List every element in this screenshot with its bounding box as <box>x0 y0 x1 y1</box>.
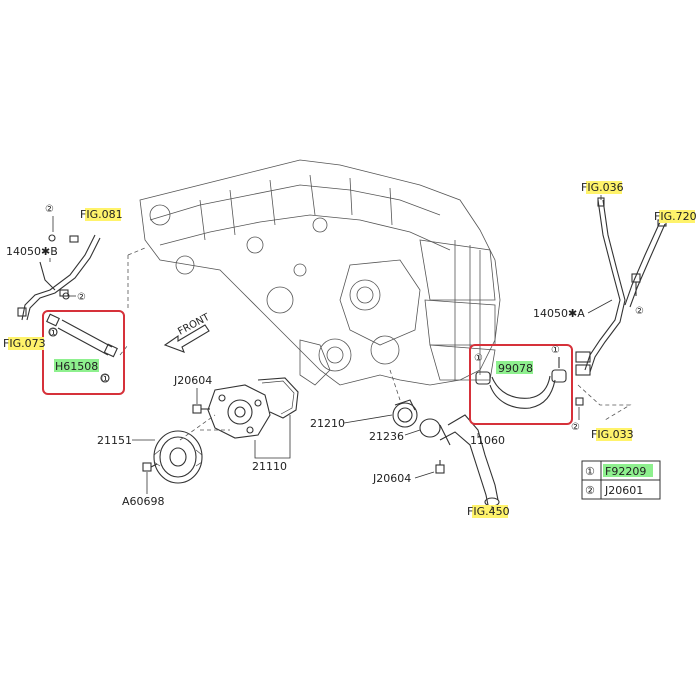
hose-h61508-box <box>42 310 125 395</box>
legend-table <box>581 460 661 500</box>
part-21236-label[interactable]: 21236 <box>369 430 404 443</box>
fig-highlight <box>8 337 44 350</box>
legend-number: ① <box>585 465 595 478</box>
fig-highlight <box>596 428 632 441</box>
part-highlight <box>496 361 533 374</box>
callout-2: ② <box>635 306 644 317</box>
front-direction-arrow: FRONT <box>163 311 212 353</box>
fig-highlight <box>659 210 695 223</box>
part-14050b-label[interactable]: 14050✱B <box>6 245 58 258</box>
fig-036-label[interactable]: FIG.036 <box>581 181 624 194</box>
legend-part-j20601[interactable]: J20601 <box>604 484 643 497</box>
outlet-pipe-11060 <box>439 414 500 507</box>
callout-1: ① <box>474 353 483 364</box>
callout-1: ① <box>551 345 560 356</box>
part-21110-label[interactable]: 21110 <box>252 460 287 473</box>
part-14050a-label[interactable]: 14050✱A <box>533 307 585 320</box>
part-h61508-label[interactable]: H61508 <box>55 360 98 373</box>
part-11060-label[interactable]: 11060 <box>470 434 505 447</box>
bolt-icon <box>575 273 641 406</box>
front-label: FRONT <box>176 311 212 337</box>
hose-14050a-assembly <box>575 197 667 376</box>
callout-2: ② <box>45 204 54 215</box>
fig-highlight <box>586 181 622 194</box>
guide-line <box>389 369 401 401</box>
fig-033-label[interactable]: FIG.033 <box>591 428 634 441</box>
part-21151-label[interactable]: 21151 <box>97 434 132 447</box>
callout-2: ② <box>571 422 580 433</box>
fig-highlight <box>85 208 121 221</box>
thermostat-21210 <box>392 399 441 438</box>
bolt-icon <box>142 404 210 472</box>
fig-081-label[interactable]: FIG.081 <box>80 208 123 221</box>
guide-line <box>119 344 129 356</box>
part-21210-label[interactable]: 21210 <box>310 417 345 430</box>
guide-line <box>577 384 632 421</box>
part-a60698-label[interactable]: A60698 <box>122 495 165 508</box>
callout-2: ② <box>77 292 86 303</box>
engine-block-illustration <box>139 159 501 386</box>
fig-450-label[interactable]: FIG.450 <box>467 505 510 518</box>
water-pump-21110 <box>207 377 299 439</box>
legend-part-f92209[interactable]: F92209 <box>605 465 646 478</box>
part-99078-label[interactable]: 99078 <box>498 362 533 375</box>
hose-14050b-assembly <box>17 234 101 321</box>
pulley-21151 <box>153 430 203 484</box>
guide-line <box>127 247 146 256</box>
legend-number: ② <box>585 484 595 497</box>
fig-720-label[interactable]: FIG.720 <box>654 210 697 223</box>
callout-1: ① <box>101 374 110 385</box>
part-j20604-bottom-label[interactable]: J20604 <box>372 472 411 485</box>
callout-1: ① <box>49 328 58 339</box>
part-highlight <box>54 359 99 372</box>
guide-line <box>179 414 216 441</box>
hose-99078-box <box>469 344 573 425</box>
part-j20604-top-label[interactable]: J20604 <box>173 374 212 387</box>
bolt-icon <box>435 460 445 474</box>
fig-073-label[interactable]: FIG.073 <box>3 337 46 350</box>
fig-highlight <box>472 505 508 518</box>
